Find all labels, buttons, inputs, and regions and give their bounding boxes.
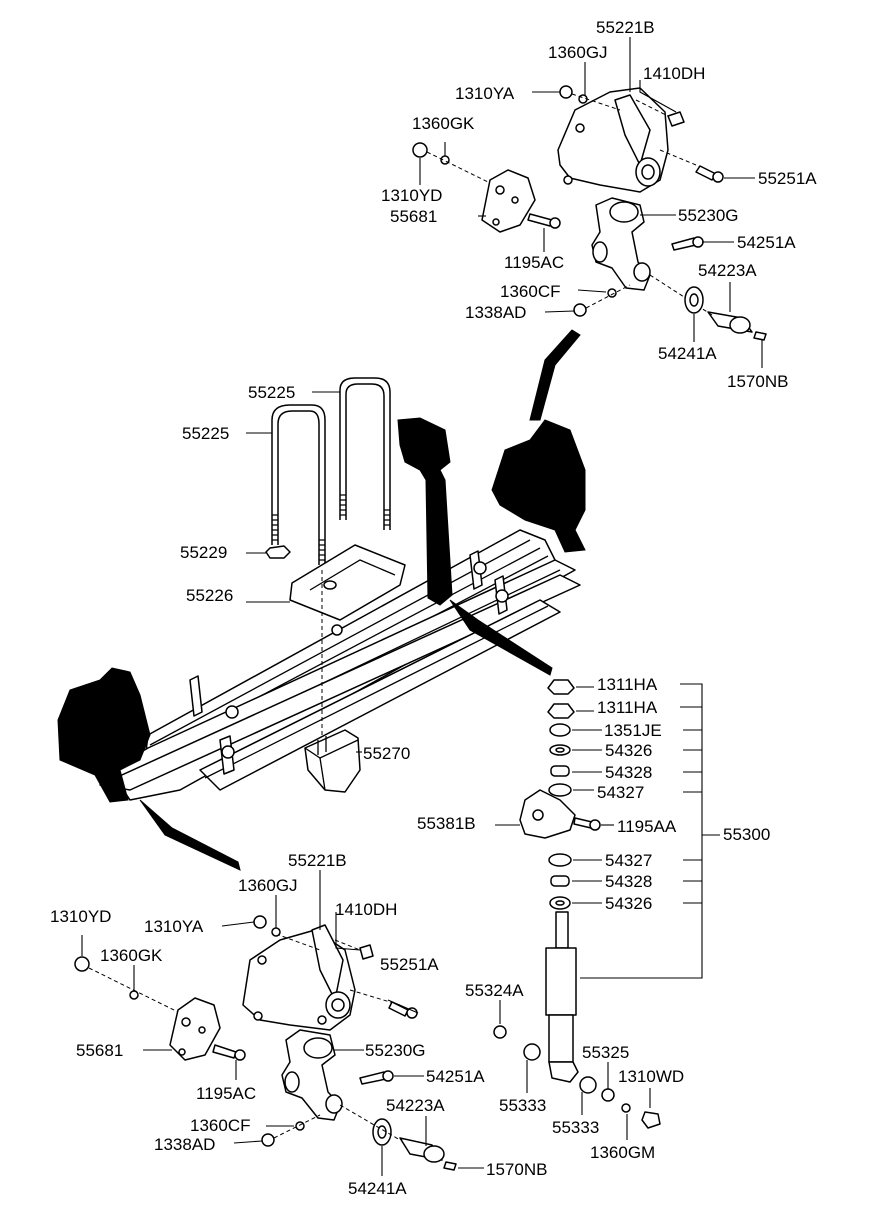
- label-1570NB-top: 1570NB: [727, 372, 788, 391]
- u-bolts: [271, 377, 391, 565]
- callout-wedge-top: [529, 329, 581, 421]
- label-1360GM: 1360GM: [590, 1143, 655, 1162]
- label-55230G-bottom: 55230G: [365, 1041, 426, 1060]
- u-bolt-nut: [265, 545, 291, 559]
- label-55270: 55270: [363, 744, 410, 763]
- label-1310YD-bottom: 1310YD: [50, 907, 111, 926]
- label-54326-b: 54326: [605, 894, 652, 913]
- label-55225-lower: 55225: [182, 424, 229, 443]
- label-54328-b: 54328: [605, 872, 652, 891]
- label-1311HA-b: 1311HA: [597, 698, 658, 717]
- bottom-leader-lines: [81, 870, 484, 1176]
- bottom-hanger-assembly: [74, 915, 457, 1171]
- label-55221B-top: 55221B: [596, 18, 655, 37]
- label-55230G-top: 55230G: [678, 206, 739, 225]
- label-1360GK-bottom: 1360GK: [100, 946, 163, 965]
- label-1360GK-top: 1360GK: [412, 114, 475, 133]
- label-1338AD-bottom: 1338AD: [154, 1135, 215, 1154]
- label-55381B: 55381B: [417, 814, 476, 833]
- label-55325: 55325: [582, 1043, 629, 1062]
- label-55333-left: 55333: [499, 1096, 546, 1115]
- label-54328-a: 54328: [605, 763, 652, 782]
- label-54223A-top: 54223A: [698, 261, 757, 280]
- label-1360GJ-bottom: 1360GJ: [238, 876, 298, 895]
- label-1310YA-bottom: 1310YA: [144, 917, 204, 936]
- label-1351JE: 1351JE: [604, 721, 662, 740]
- shock-hardware-stack: [519, 679, 601, 910]
- label-54327-a: 54327: [597, 783, 644, 802]
- label-55681-bottom: 55681: [76, 1041, 123, 1060]
- shock-leader-lines: [246, 391, 720, 1140]
- label-55251A-top: 55251A: [758, 169, 817, 188]
- label-55333-right: 55333: [552, 1118, 599, 1137]
- label-1570NB-bottom: 1570NB: [486, 1160, 547, 1179]
- label-54223A-bottom: 54223A: [386, 1096, 445, 1115]
- label-55225-upper: 55225: [248, 383, 295, 402]
- label-1310YA-top: 1310YA: [455, 84, 515, 103]
- label-1360CF-bottom: 1360CF: [190, 1116, 250, 1135]
- front-hanger-silhouette: [57, 667, 151, 803]
- label-1410DH-bottom: 1410DH: [335, 900, 397, 919]
- label-54326-a: 54326: [605, 741, 652, 760]
- shock-absorber-silhouette: [397, 417, 453, 606]
- callout-wedge-shock: [449, 599, 553, 676]
- label-1360GJ-top: 1360GJ: [548, 43, 608, 62]
- label-55229: 55229: [180, 543, 227, 562]
- label-1195AC-top: 1195AC: [504, 253, 564, 272]
- label-1310YD-top: 1310YD: [381, 186, 442, 205]
- label-1195AC-bottom: 1195AC: [196, 1084, 256, 1103]
- callout-wedge-bottom: [139, 799, 241, 871]
- label-1310WD: 1310WD: [618, 1067, 684, 1086]
- label-1360CF-top: 1360CF: [500, 282, 560, 301]
- part-labels: 55221B 1360GJ 1410DH 1310YA 1360GK 1310Y…: [50, 18, 817, 1198]
- shock-absorber: [493, 911, 661, 1129]
- label-55324A: 55324A: [465, 981, 524, 1000]
- label-1311HA-a: 1311HA: [597, 675, 658, 694]
- label-55681-top: 55681: [390, 207, 437, 226]
- label-54251A-bottom: 54251A: [426, 1067, 485, 1086]
- top-hanger-assembly: [412, 85, 767, 341]
- label-54241A-top: 54241A: [658, 344, 717, 363]
- leaf-spring: [99, 529, 581, 801]
- rear-hanger-silhouette: [491, 419, 586, 553]
- label-54327-b: 54327: [605, 851, 652, 870]
- top-leader-lines: [419, 37, 763, 368]
- label-1338AD-top: 1338AD: [465, 303, 526, 322]
- label-55226: 55226: [186, 586, 233, 605]
- label-55300: 55300: [723, 825, 770, 844]
- spring-pad: [289, 544, 406, 621]
- label-1195AA: 1195AA: [617, 817, 677, 836]
- label-55251A-bottom: 55251A: [380, 955, 439, 974]
- label-1410DH-top: 1410DH: [643, 64, 705, 83]
- label-54241A-bottom: 54241A: [348, 1179, 407, 1198]
- label-54251A-top: 54251A: [737, 233, 796, 252]
- label-55221B-bottom: 55221B: [288, 851, 347, 870]
